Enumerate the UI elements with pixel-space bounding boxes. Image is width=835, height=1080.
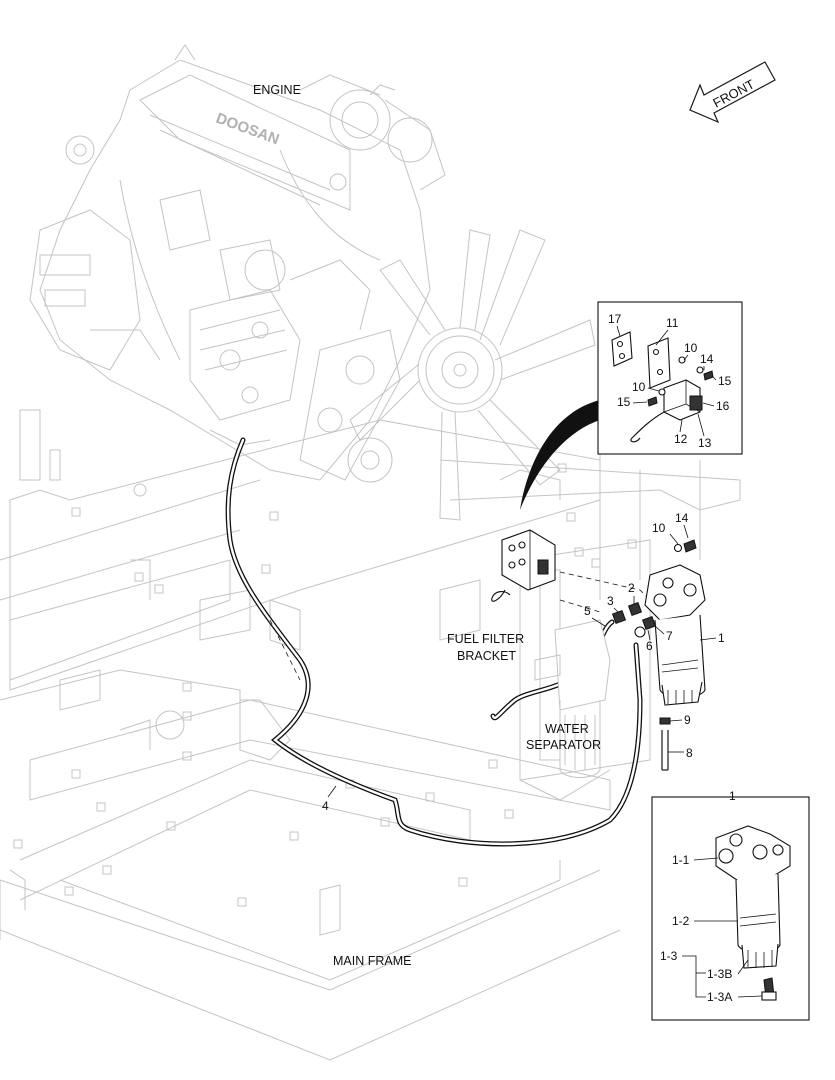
inset-title-callout-1: 1 — [729, 789, 736, 803]
fuel-hose-4 — [225, 437, 643, 847]
inset-callout-16: 16 — [716, 399, 730, 413]
inset-callout-10b: 10 — [632, 380, 646, 394]
water-separator-ghost — [534, 619, 611, 778]
fuel-filter-bracket-label-line1: FUEL FILTER — [447, 632, 524, 646]
inset-callout-1-3B: 1-3B — [707, 967, 732, 981]
filter-detail-inset: 1 1-1 1-2 1-3 1-3B 1-3A — [651, 789, 810, 1021]
inset-callout-1-3: 1-3 — [660, 949, 678, 963]
callout-1: 1 — [718, 631, 725, 645]
front-direction-arrow: FRONT — [689, 61, 776, 124]
inset-callout-1-1: 1-1 — [672, 853, 690, 867]
inset-callout-13: 13 — [698, 436, 712, 450]
engine-label: ENGINE — [253, 83, 301, 97]
inset-callout-1-2: 1-2 — [672, 914, 690, 928]
inset-callout-15a: 15 — [718, 374, 732, 388]
callout-14: 14 — [675, 511, 689, 525]
inset-callout-14: 14 — [700, 352, 714, 366]
callout-4: 4 — [322, 799, 329, 813]
inset-callout-15b: 15 — [617, 395, 631, 409]
frame-bolts — [13, 463, 637, 907]
inset-pointer — [520, 400, 600, 510]
fuel-filter-bracket — [491, 529, 556, 602]
main-frame-label: MAIN FRAME — [333, 954, 411, 968]
inset-callout-1-3A: 1-3A — [707, 990, 732, 1004]
main-callouts: 10 14 2 3 5 6 7 1 9 8 4 — [322, 511, 725, 813]
inset-callout-10a: 10 — [684, 341, 698, 355]
inset-callout-12: 12 — [674, 432, 688, 446]
callout-6: 6 — [646, 639, 653, 653]
callout-5: 5 — [584, 604, 591, 618]
fuel-filter-assembly — [611, 539, 706, 771]
fuel-filter-bracket-label-line2: BRACKET — [457, 649, 516, 663]
callout-8: 8 — [686, 746, 693, 760]
water-separator-label-line2: SEPARATOR — [526, 738, 601, 752]
bracket-detail-inset: 17 11 10 14 15 10 15 16 12 13 — [597, 301, 743, 455]
inset-callout-17: 17 — [608, 312, 622, 326]
water-separator-label-line1: WATER — [545, 722, 589, 736]
callout-10: 10 — [652, 521, 666, 535]
brand-stamp: DOOSAN — [214, 110, 282, 148]
inset-callout-11: 11 — [666, 316, 679, 330]
callout-9: 9 — [684, 713, 691, 727]
callout-7: 7 — [666, 629, 673, 643]
callout-2: 2 — [628, 581, 635, 595]
callout-3: 3 — [607, 594, 614, 608]
engine-drawing: DOOSAN — [29, 44, 596, 521]
